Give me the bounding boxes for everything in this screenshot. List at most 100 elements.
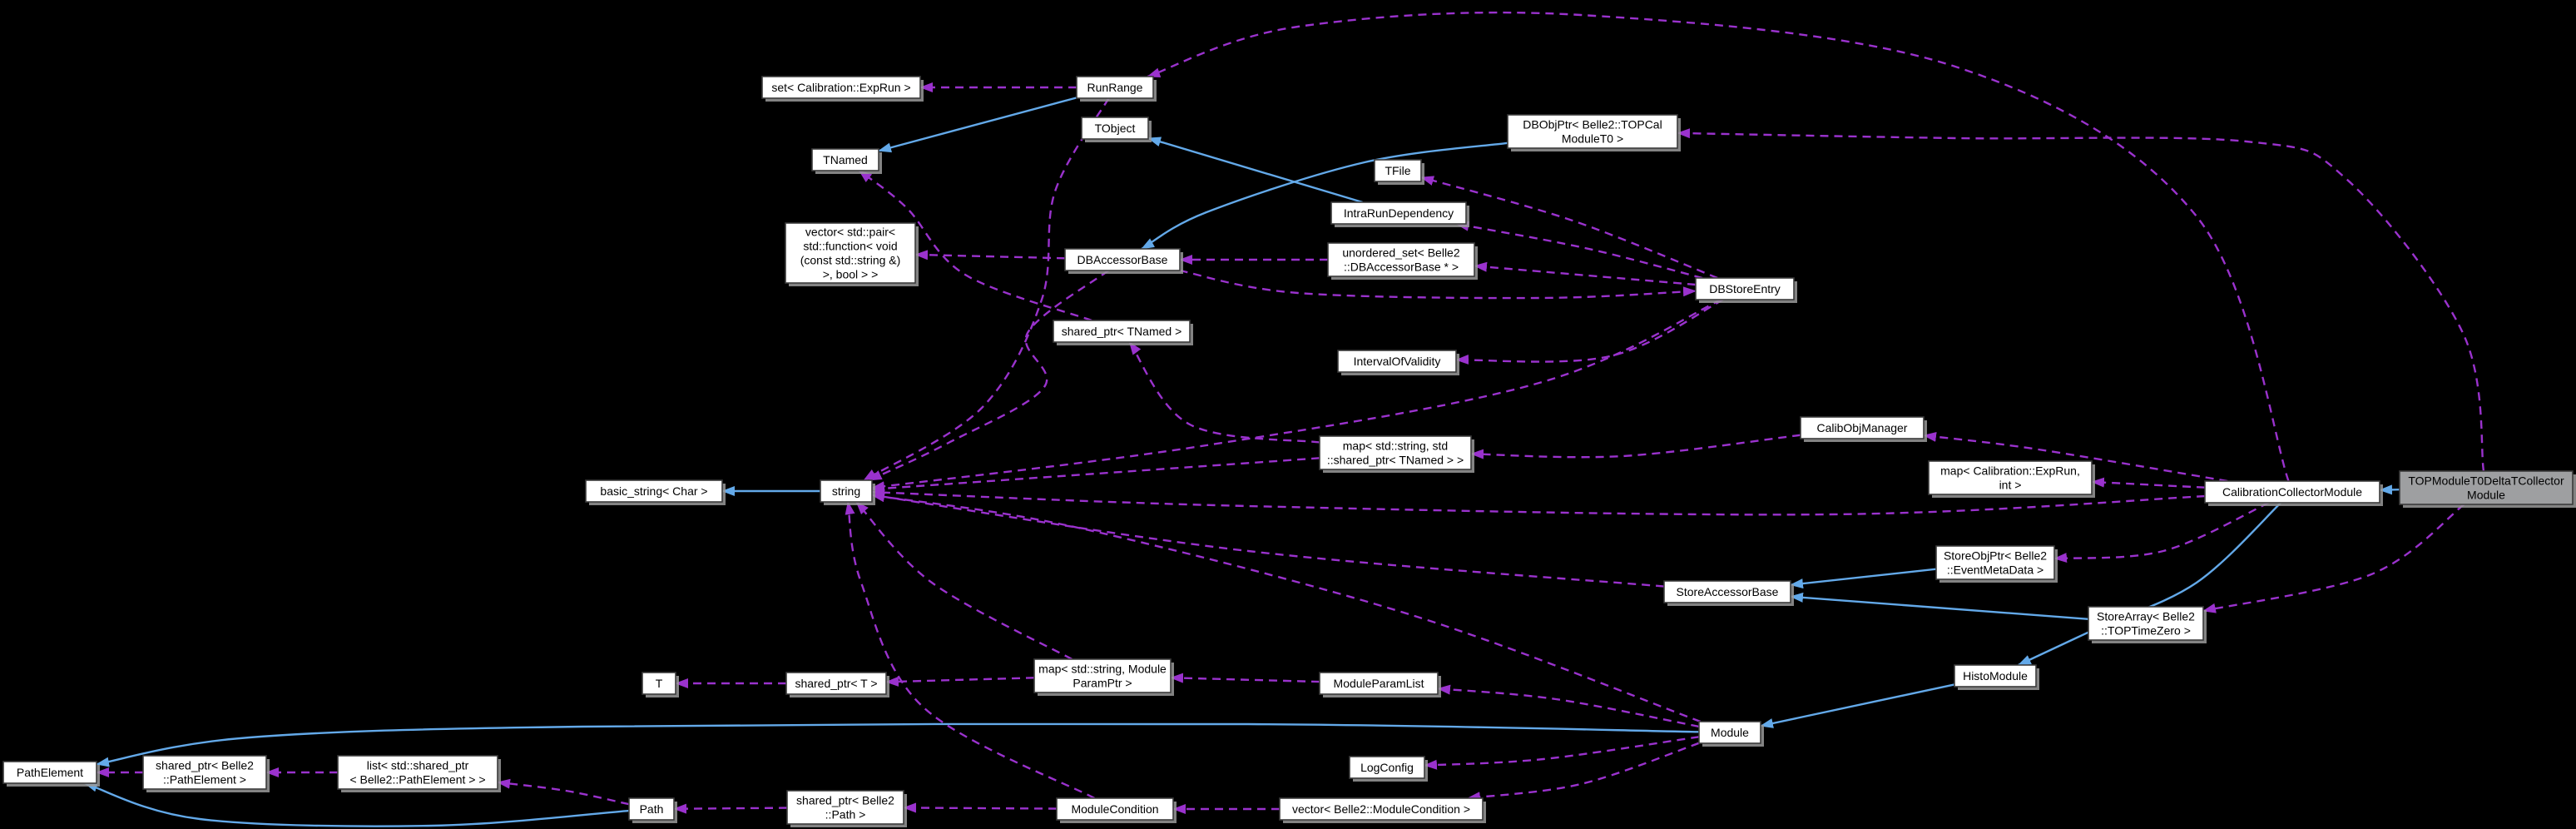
node-box: [142, 755, 267, 790]
node-runrange[interactable]: RunRange: [1076, 76, 1157, 102]
node-dbaccessorbase[interactable]: DBAccessorBase: [1064, 248, 1183, 274]
node-label: std::function< void: [803, 240, 897, 253]
node-layer: set< Calibration::ExpRun > RunRangeTObjec…: [2, 76, 2576, 827]
node-moduleparamlist[interactable]: ModuleParamList: [1319, 672, 1441, 697]
node-tobject[interactable]: TObject: [1081, 117, 1152, 142]
edge-dbaccessorbase--string: [868, 270, 1109, 482]
node-box: [1800, 416, 1925, 439]
node-label: TNamed: [823, 153, 868, 166]
node-box: [1033, 658, 1172, 693]
node-label: DBObjPtr< Belle2::TOPCal: [1523, 118, 1662, 132]
edge-shared-ptr-tnamed--tnamed: [858, 170, 1092, 322]
edge-dbaccessorbase--vector-pair-function: [914, 250, 1066, 261]
node-dbstoreentry[interactable]: DBStoreEntry: [1695, 277, 1797, 303]
node-label: ::Path >: [825, 808, 866, 822]
node-module[interactable]: Module: [1698, 721, 1764, 747]
node-calibobjmanager[interactable]: CalibObjManager: [1800, 416, 1927, 442]
edge-dbstoreentry--string: [871, 298, 1722, 492]
edge-map-string-sharedptr-tnamed--string: [871, 457, 1320, 494]
node-label: IntraRunDependency: [1344, 206, 1454, 220]
node-label: Module: [1711, 726, 1749, 739]
edge-map-string-moduleparamptr--shared-ptr-t: [885, 676, 1035, 687]
node-label: ::DBAccessorBase * >: [1344, 261, 1459, 274]
node-t[interactable]: T: [642, 672, 679, 697]
node-tfile[interactable]: TFile: [1374, 159, 1424, 185]
node-label: shared_ptr< T >: [795, 677, 877, 690]
node-vector-modulecondition[interactable]: vector< Belle2::ModuleCondition >: [1279, 797, 1486, 823]
node-label: list< std::shared_ptr: [367, 759, 469, 772]
node-label: string: [832, 484, 860, 498]
node-box: [1053, 320, 1191, 343]
edge-path--pathelement: [83, 782, 630, 827]
node-map-exprun-int[interactable]: map< Calibration::ExpRun,int >: [1928, 460, 2095, 498]
edge-dbstoreentry--tfile: [1420, 176, 1718, 280]
node-box: [1935, 545, 2055, 580]
node-box: [1076, 76, 1154, 99]
node-shared-ptr-t[interactable]: shared_ptr< T >: [785, 672, 889, 697]
edge-storearray-toptimezero--storeaccessorbase: [1790, 592, 2089, 620]
edge-calibrationcollectormodule--string: [871, 487, 2206, 516]
node-label: TFile: [1385, 164, 1410, 177]
node-box: [642, 672, 676, 695]
node-string[interactable]: string: [820, 479, 875, 505]
edge-intrarundependency--tobject: [1147, 137, 1363, 204]
node-label: shared_ptr< TNamed >: [1062, 325, 1182, 338]
node-shared-ptr-path[interactable]: shared_ptr< Belle2::Path >: [786, 790, 907, 827]
node-box: [786, 790, 904, 825]
node-label: PathElement: [17, 766, 83, 779]
node-label: StoreObjPtr< Belle2: [1944, 549, 2047, 563]
node-label: unordered_set< Belle2: [1342, 246, 1459, 260]
node-path[interactable]: Path: [628, 797, 677, 823]
node-vector-pair-function[interactable]: vector< std::pair<std::function< void(co…: [785, 222, 919, 286]
node-storeobjptr-eventmetadata[interactable]: StoreObjPtr< Belle2::EventMetaData >: [1935, 545, 2058, 583]
node-map-string-sharedptr-tnamed[interactable]: map< std::string, std::shared_ptr< TName…: [1319, 435, 1474, 473]
node-storeaccessorbase[interactable]: StoreAccessorBase: [1663, 580, 1794, 606]
node-box: [811, 148, 879, 171]
node-modulecondition[interactable]: ModuleCondition: [1056, 797, 1177, 823]
edge-module--string: [871, 492, 1702, 723]
node-box: [820, 479, 873, 503]
node-unordered-set-dbaccessorbase[interactable]: unordered_set< Belle2::DBAccessorBase * …: [1327, 242, 1478, 280]
edge-storeaccessorbase--string: [871, 491, 1665, 588]
node-set-calibration-exprun[interactable]: set< Calibration::ExpRun >: [761, 76, 924, 102]
node-shared-ptr-tnamed[interactable]: shared_ptr< TNamed >: [1053, 320, 1193, 345]
node-shared-ptr-pathelement[interactable]: shared_ptr< Belle2::PathElement >: [142, 755, 270, 792]
node-storearray-toptimezero[interactable]: StoreArray< Belle2::TOPTimeZero >: [2088, 606, 2207, 643]
edge-shared-ptr-path--path: [673, 803, 788, 814]
node-label: DBStoreEntry: [1709, 282, 1781, 295]
node-label: basic_string< Char >: [600, 484, 707, 498]
node-intervalofvalidity[interactable]: IntervalOfValidity: [1337, 350, 1459, 375]
node-label: HistoModule: [1963, 669, 2028, 683]
node-label: TOPModuleT0DeltaTCollector: [2408, 474, 2564, 488]
node-label: RunRange: [1087, 81, 1143, 94]
node-logconfig[interactable]: LogConfig: [1349, 756, 1428, 782]
edge-runrange--tnamed: [878, 97, 1077, 153]
edge-path--list-shared-ptr-pathelement: [497, 778, 630, 806]
node-pathelement[interactable]: PathElement: [2, 761, 100, 787]
node-histomodule[interactable]: HistoModule: [1954, 664, 2039, 690]
edge-layer: [83, 11, 2485, 827]
node-intrarundependency[interactable]: IntraRunDependency: [1330, 201, 1469, 227]
edge-map-string-moduleparamptr--string: [855, 501, 1073, 661]
node-box: [1507, 114, 1678, 149]
edge-calibobjmanager--map-string-sharedptr-tnamed: [1470, 434, 1801, 459]
node-basic-string-char[interactable]: basic_string< Char >: [585, 479, 726, 505]
edge-dbstoreentry--intervalofvalidity: [1455, 298, 1724, 365]
node-label: ::shared_ptr< TNamed > >: [1327, 454, 1464, 467]
node-label: TObject: [1095, 122, 1136, 135]
node-list-shared-ptr-pathelement[interactable]: list< std::shared_ptr< Belle2::PathEleme…: [337, 755, 501, 792]
node-label: ParamPtr >: [1073, 677, 1132, 690]
node-label: map< std::string, std: [1343, 439, 1448, 453]
node-label: (const std::string &): [800, 254, 901, 267]
node-label: >, bool > >: [823, 268, 879, 281]
node-label: shared_ptr< Belle2: [796, 794, 894, 807]
node-label: map< std::string, Module: [1038, 663, 1167, 676]
node-calibrationcollectormodule[interactable]: CalibrationCollectorModule: [2204, 480, 2383, 506]
node-box: [785, 672, 887, 695]
node-tnamed[interactable]: TNamed: [811, 148, 882, 174]
node-box: [1279, 797, 1484, 821]
node-box: [1319, 435, 1472, 470]
